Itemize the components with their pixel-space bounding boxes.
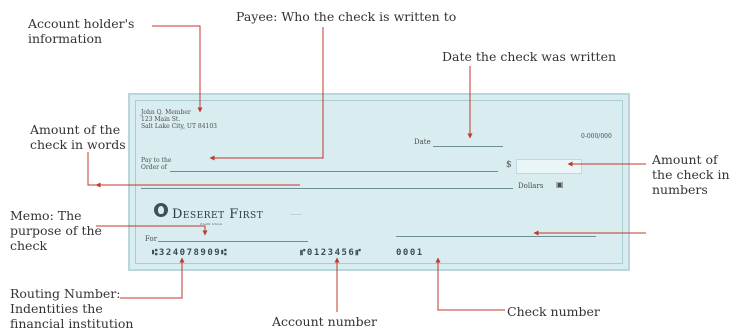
memo-label: For: [145, 235, 158, 243]
dollar-sign: $: [506, 160, 512, 170]
holder-info: John Q. Member 123 Main St. Salt Lake Ci…: [141, 109, 217, 130]
date-annotation: Date the check was written: [442, 49, 617, 64]
pay-to-label: Pay to the Order of: [141, 157, 172, 171]
check-number-pointer: [435, 257, 505, 311]
routing-pointer: [120, 257, 185, 299]
check-number-annotation: Check number: [507, 304, 600, 319]
amount-numbers-annotation: Amount of the check in numbers: [652, 152, 730, 197]
account-holder-pointer: [152, 25, 203, 113]
memo-annotation: Memo: The purpose of the check: [10, 208, 102, 253]
routing-micr: ⑆324078909⑆: [152, 248, 229, 258]
memo-pointer: [96, 225, 208, 236]
security-icon: ▣: [556, 180, 564, 189]
bank-name: Deseret First: [172, 207, 264, 222]
date-label: Date: [414, 138, 431, 146]
dollars-label: Dollars: [518, 182, 544, 190]
amount-words-pointer: [87, 152, 300, 186]
bank-sub: Credit Union: [200, 222, 223, 226]
signature-line: [396, 236, 596, 237]
payee-pointer: [209, 27, 324, 161]
account-number-annotation: Account number: [272, 314, 377, 329]
account-holder-annotation: Account holder's information: [28, 16, 135, 46]
date-line: [433, 146, 503, 147]
bank-logo-icon: [154, 203, 168, 217]
check-number-top: 0-000/000: [581, 133, 612, 140]
bank-fine-print: ————: [290, 212, 302, 216]
amount-words-line: [141, 188, 513, 189]
check-image: John Q. Member 123 Main St. Salt Lake Ci…: [128, 93, 630, 271]
memo-line: [158, 241, 308, 242]
routing-annotation: Routing Number: Indentities the financia…: [10, 286, 134, 331]
account-micr: ⑈0123456⑈: [300, 248, 363, 258]
amount-words-annotation: Amount of the check in words: [30, 122, 126, 152]
payee-annotation: Payee: Who the check is written to: [236, 9, 457, 24]
check-inner-border: [135, 100, 623, 264]
amount-box: [516, 159, 582, 174]
check-micr: 0001: [396, 248, 424, 258]
payee-line: [170, 171, 498, 172]
